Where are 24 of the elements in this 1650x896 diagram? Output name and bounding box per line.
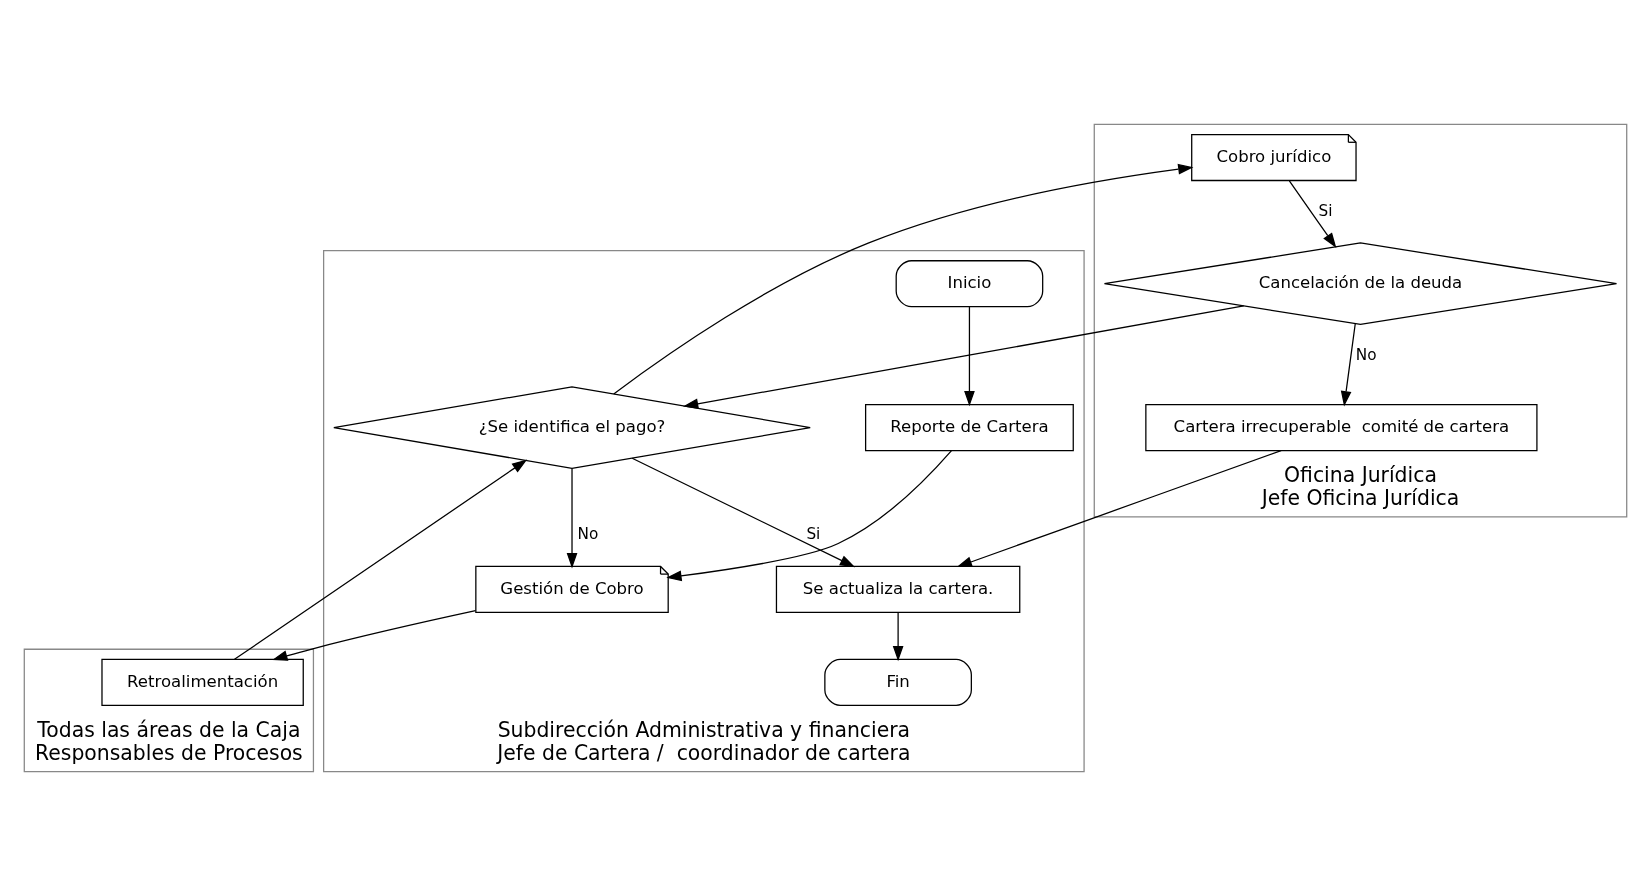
arrow xyxy=(1288,180,1336,249)
edge-label: Si xyxy=(805,525,820,544)
node-box: Cartera irrecuperable comité de cartera xyxy=(1144,404,1538,452)
arrow xyxy=(233,459,527,660)
arrow xyxy=(566,468,577,569)
arrow xyxy=(892,611,903,662)
node-diamond: Cancelación de la deuda xyxy=(1103,242,1617,326)
arrow xyxy=(271,610,476,661)
node-diamond: ¿Se identifica el pago? xyxy=(332,386,811,470)
arrow xyxy=(1340,323,1356,407)
arrow xyxy=(631,457,855,568)
arrow xyxy=(682,305,1244,409)
node-box: Inicio xyxy=(895,260,1043,308)
arrow xyxy=(956,449,1282,568)
edge-label: Si xyxy=(1317,201,1332,220)
arrow xyxy=(665,450,952,582)
arrow xyxy=(612,163,1193,395)
edge-label: No xyxy=(577,525,598,544)
arrow xyxy=(963,306,975,407)
node-box: Se actualiza la cartera. xyxy=(775,565,1020,613)
edge-label: No xyxy=(1355,345,1377,364)
node-box: Reporte de Cartera xyxy=(864,404,1074,452)
node-box: Retroalimentación xyxy=(100,658,304,706)
node-box: Fin xyxy=(823,658,972,706)
